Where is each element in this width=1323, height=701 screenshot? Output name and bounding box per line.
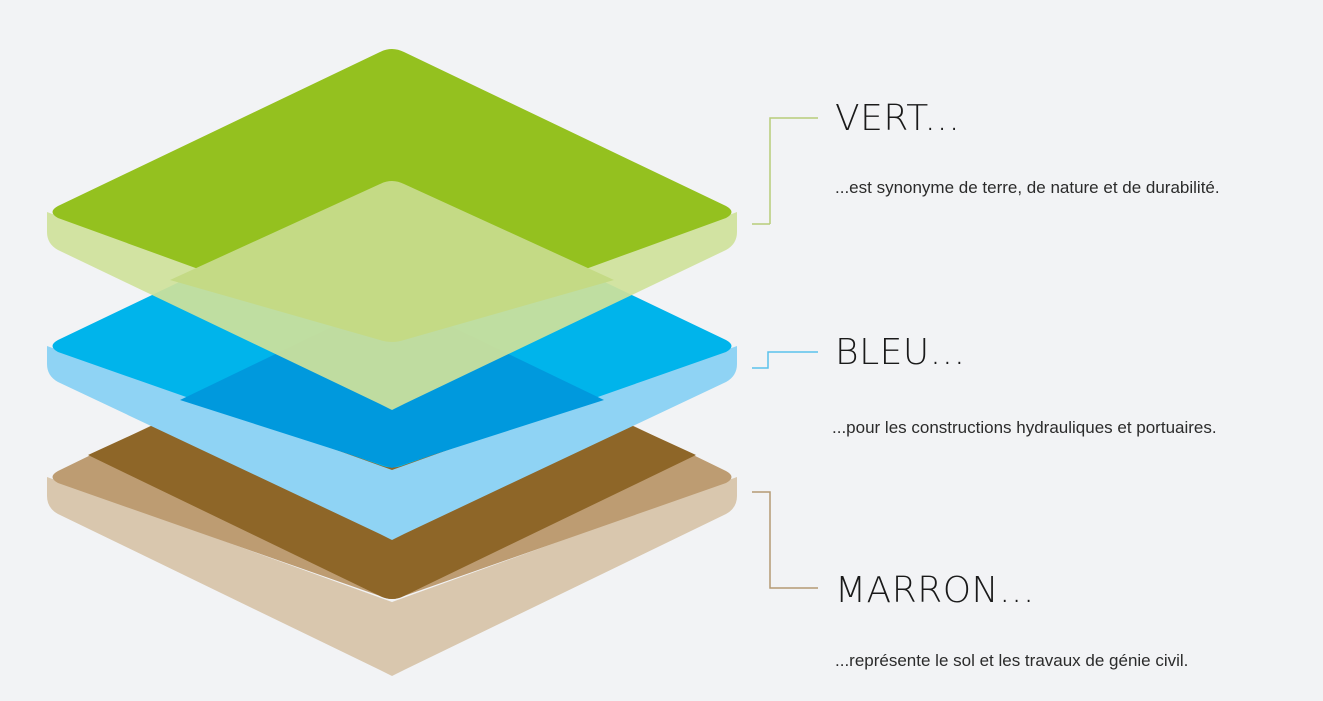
layer-marron-side-left — [47, 477, 392, 676]
desc-bleu: ...pour les constructions hydrauliques e… — [832, 418, 1217, 438]
layer-description-bleu: ...pour les constructions hydrauliques e… — [832, 418, 1217, 437]
desc-vert: ...est synonyme de terre, de nature et d… — [835, 178, 1220, 198]
connector-bleu — [752, 351, 818, 369]
layer-title-marron: MARRON... — [835, 570, 1035, 611]
connector-marron — [752, 491, 818, 589]
layer-description-vert: ...est synonyme de terre, de nature et d… — [835, 178, 1220, 197]
layer-title-bleu: BLEU... — [835, 332, 966, 373]
layer-vert-side-left — [47, 212, 392, 410]
layer-bleu-side-left — [47, 346, 392, 540]
layer-title-vert: VERT... — [835, 98, 961, 139]
layer-vert — [47, 49, 737, 410]
label-marron: MARRON... — [835, 570, 1035, 611]
connector-vert — [752, 117, 818, 225]
desc-marron: ...représente le sol et les travaux de g… — [835, 651, 1188, 671]
label-bleu: BLEU... — [835, 332, 966, 373]
layer-description-marron: ...représente le sol et les travaux de g… — [835, 651, 1189, 670]
label-vert: VERT... — [835, 98, 960, 139]
layer-marron-side-right — [392, 477, 737, 676]
layer-vert-side-right — [392, 212, 737, 410]
layer-bleu-side-right — [392, 346, 737, 540]
layer-vert-top-inner — [170, 181, 614, 342]
